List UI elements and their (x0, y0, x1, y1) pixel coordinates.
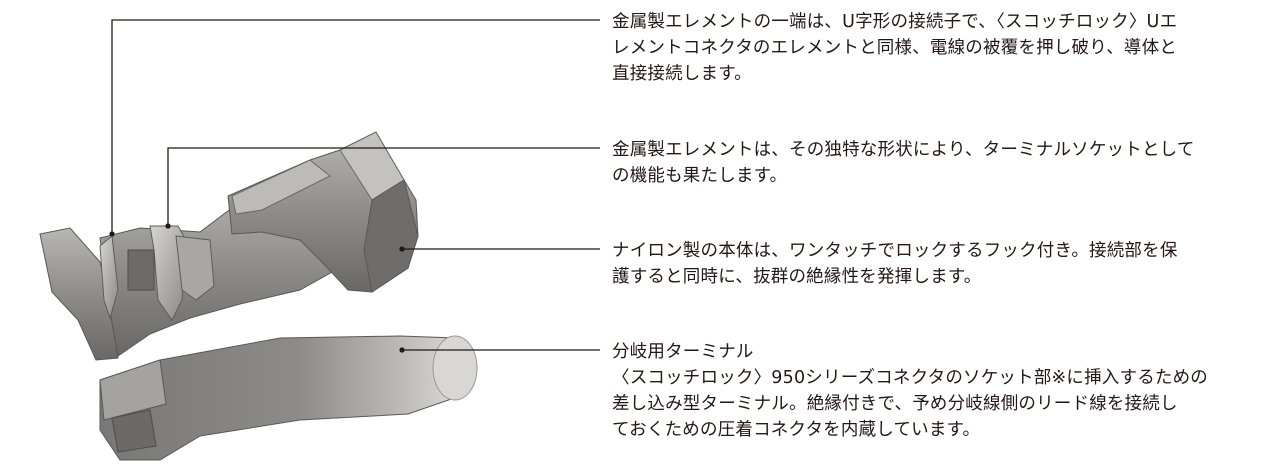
leader-dot (109, 231, 115, 237)
callout-heading: 分岐用ターミナル (612, 342, 754, 362)
callout-branch-terminal: 分岐用ターミナル 〈スコッチロック〉950シリーズコネクタのソケット部※に挿入す… (612, 339, 1260, 443)
callout-line: 〈スコッチロック〉950シリーズコネクタのソケット部※に挿入するための (612, 368, 1208, 388)
callout-nylon-body: ナイロン製の本体は、ワンタッチでロックするフック付き。接続部を保 護すると同時に… (612, 238, 1260, 290)
callout-element-shape: 金属製エレメントは、その独特な形状により、ターミナルソケットとして の機能も果た… (612, 137, 1260, 189)
callout-line: 金属製エレメントは、その独特な形状により、ターミナルソケットとして (612, 140, 1195, 160)
callout-line: ておくための圧着コネクタを内蔵しています。 (612, 420, 981, 440)
leader-line-element-shape (167, 147, 600, 226)
connector-body-illustration (39, 131, 419, 361)
leader-dot (399, 246, 405, 252)
callout-line: 直接接続します。 (612, 64, 752, 84)
leader-line-element-end (111, 19, 600, 234)
callout-line: 金属製エレメントの一端は、U字形の接続子で、〈スコッチロック〉Uエ (612, 12, 1178, 32)
callout-line: の機能も果たします。 (612, 166, 788, 186)
callout-line: 差し込み型ターミナル。絶縁付きで、予め分岐線側のリード線を接続し (612, 394, 1178, 414)
metal-element-illustration (99, 225, 215, 321)
leader-dots (109, 223, 405, 353)
leader-dot (165, 223, 171, 229)
callout-element-end: 金属製エレメントの一端は、U字形の接続子で、〈スコッチロック〉Uエ レメントコネ… (612, 9, 1260, 87)
callout-line: レメントコネクタのエレメントと同様、電線の被覆を押し破り、導体と (612, 38, 1177, 58)
leader-dot (399, 347, 405, 353)
branch-terminal-illustration (99, 335, 478, 461)
callout-line: ナイロン製の本体は、ワンタッチでロックするフック付き。接続部を保 (612, 241, 1178, 261)
callout-line: 護すると同時に、抜群の絶縁性を発揮します。 (612, 267, 982, 287)
leader-lines (111, 19, 600, 351)
